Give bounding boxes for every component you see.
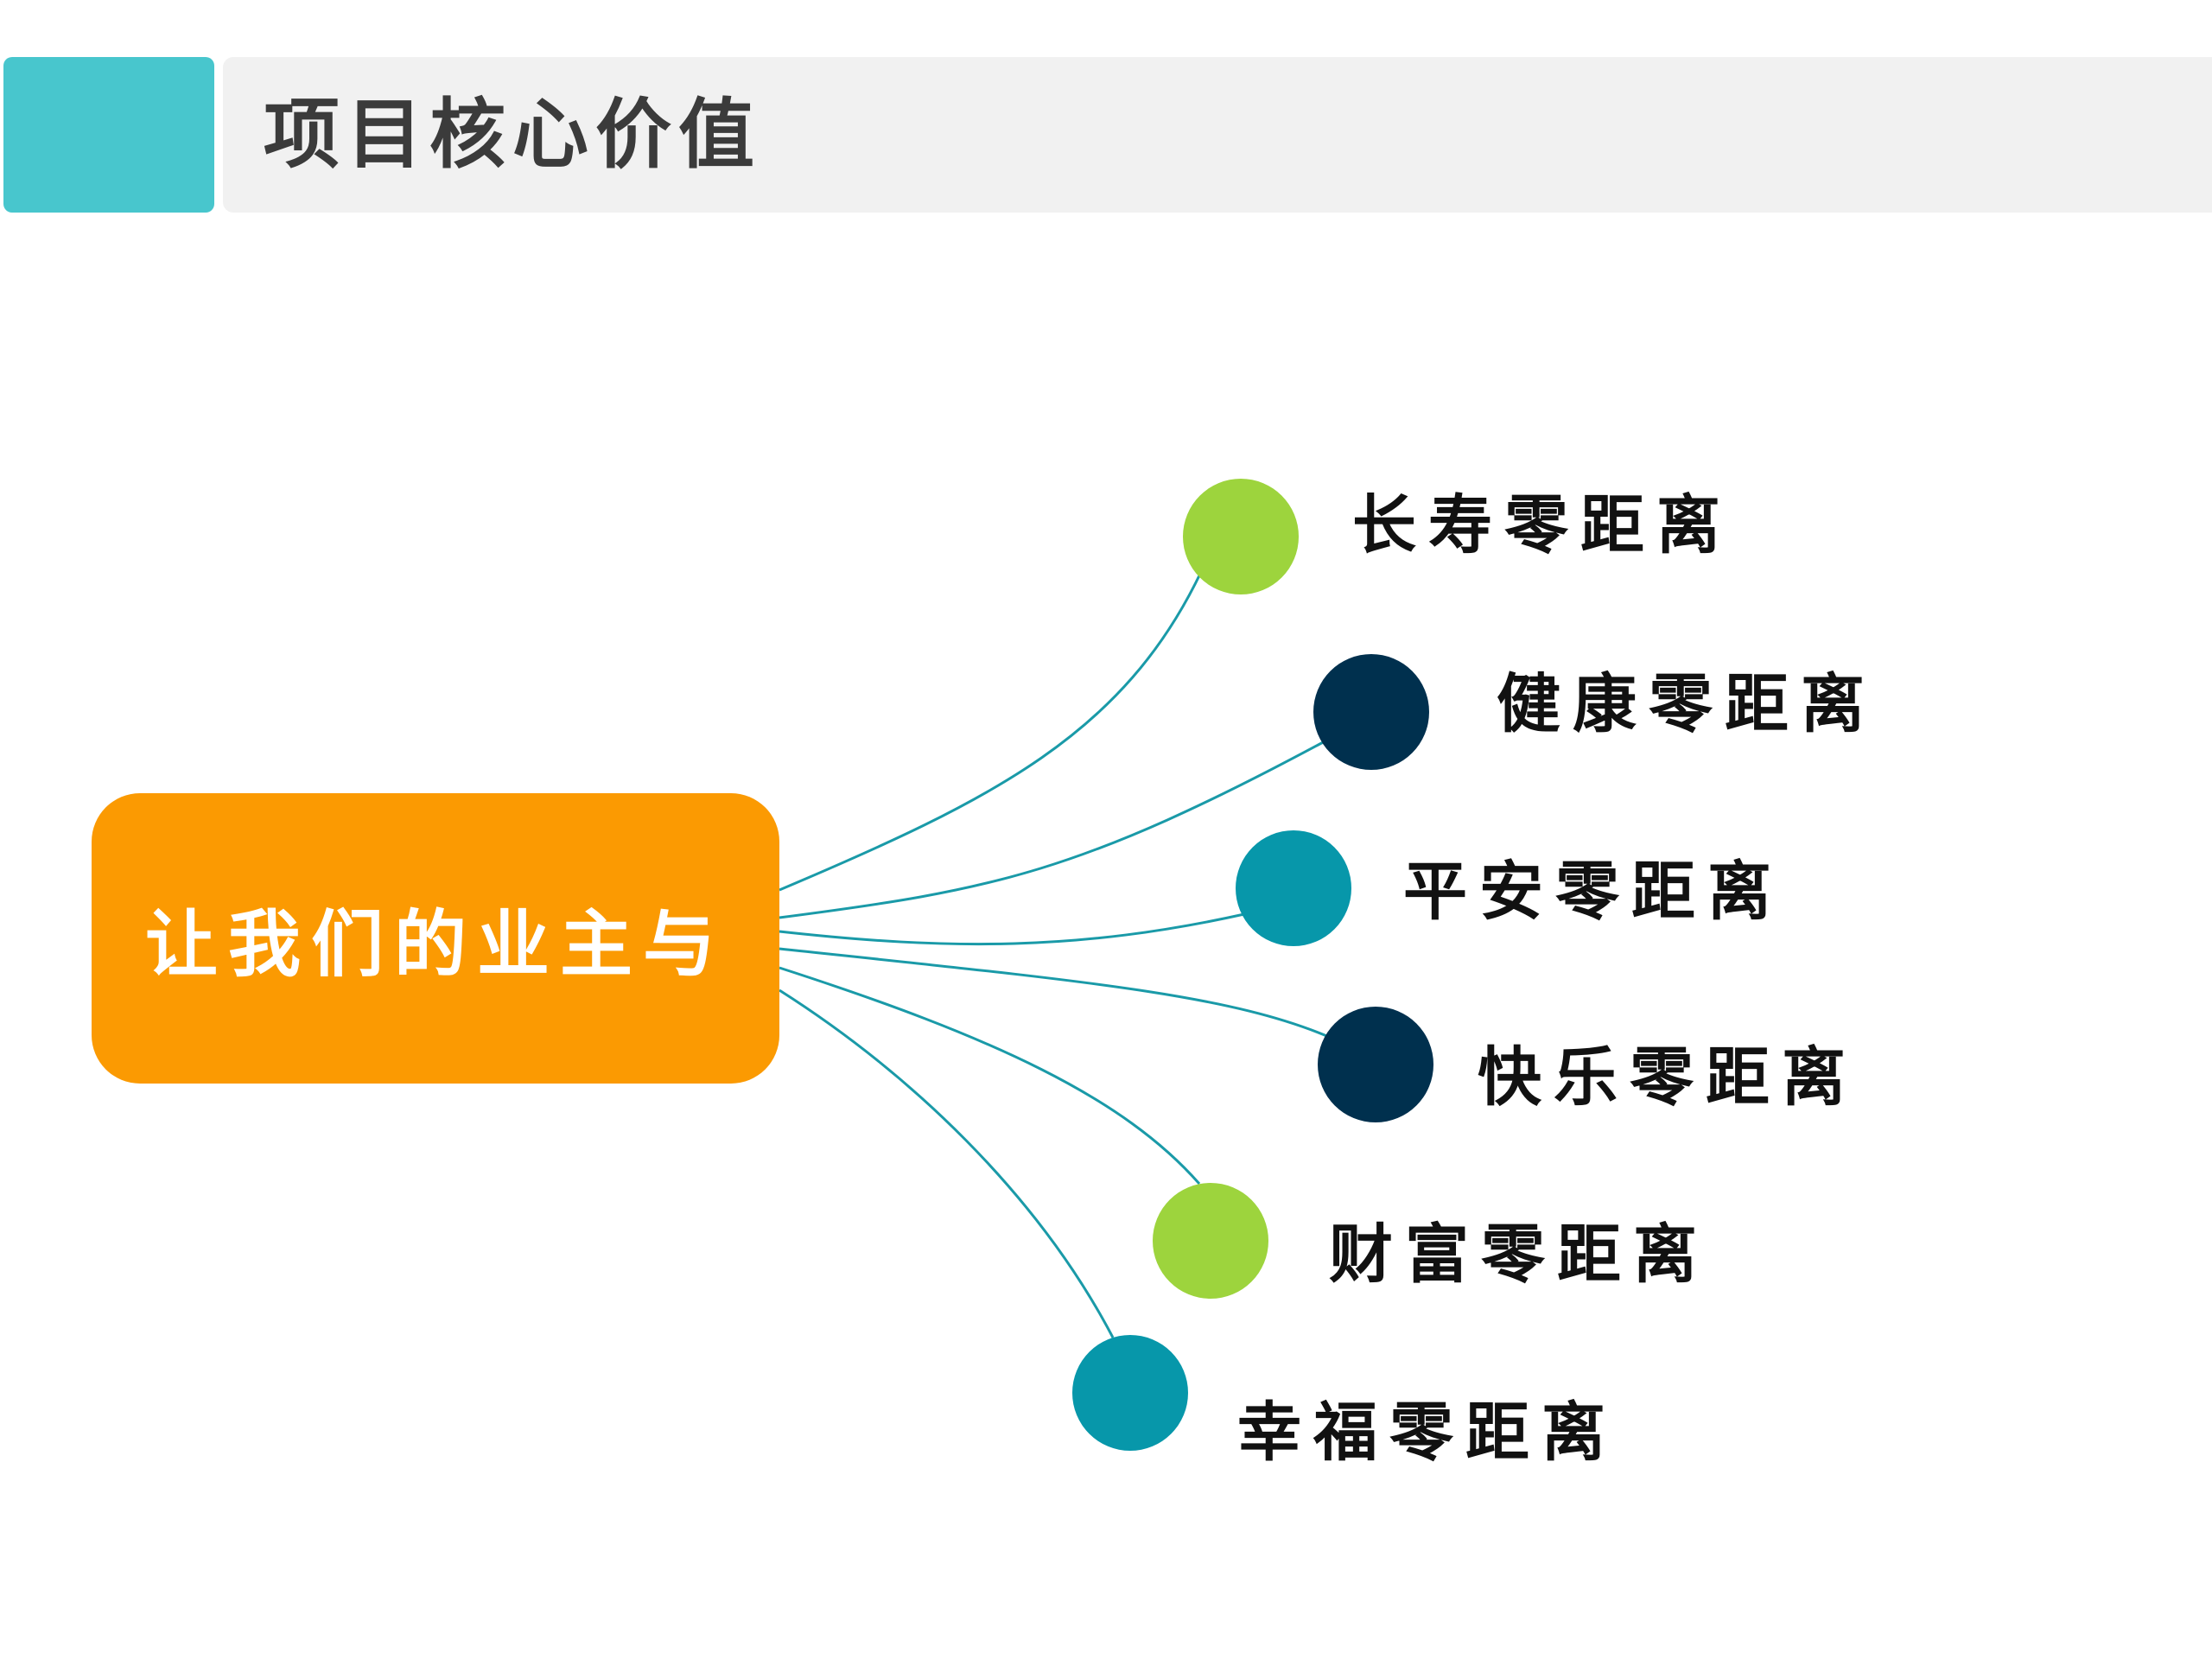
connector-line-1 bbox=[779, 571, 1203, 892]
connector-line-2 bbox=[779, 739, 1327, 919]
connector-line-4 bbox=[779, 947, 1330, 1039]
node-dot-wealth bbox=[1153, 1183, 1268, 1299]
node-dot-longevity bbox=[1183, 479, 1299, 594]
node-label-safety: 平安零距离 bbox=[1403, 855, 1783, 929]
title-bar bbox=[223, 57, 2212, 213]
node-dot-happiness bbox=[1318, 1007, 1433, 1122]
center-topic-box: 让我们的业主与 bbox=[92, 793, 779, 1084]
node-label-longevity: 长寿零距离 bbox=[1352, 488, 1732, 563]
title-accent-block bbox=[3, 57, 214, 213]
node-label-blessing: 幸福零距离 bbox=[1237, 1395, 1618, 1470]
connector-line-3 bbox=[779, 912, 1245, 946]
node-dot-safety bbox=[1236, 830, 1351, 946]
node-label-wealth: 财富零距离 bbox=[1329, 1217, 1709, 1292]
page-title: 项目核心价值 bbox=[264, 90, 762, 179]
node-label-health: 健康零距离 bbox=[1497, 667, 1877, 741]
center-topic-label: 让我们的业主与 bbox=[144, 901, 726, 987]
node-dot-health bbox=[1313, 654, 1429, 770]
connector-line-5 bbox=[779, 966, 1201, 1185]
node-label-happiness: 快乐零距离 bbox=[1478, 1040, 1858, 1115]
node-dot-blessing bbox=[1072, 1335, 1188, 1451]
connector-line-6 bbox=[779, 988, 1115, 1338]
